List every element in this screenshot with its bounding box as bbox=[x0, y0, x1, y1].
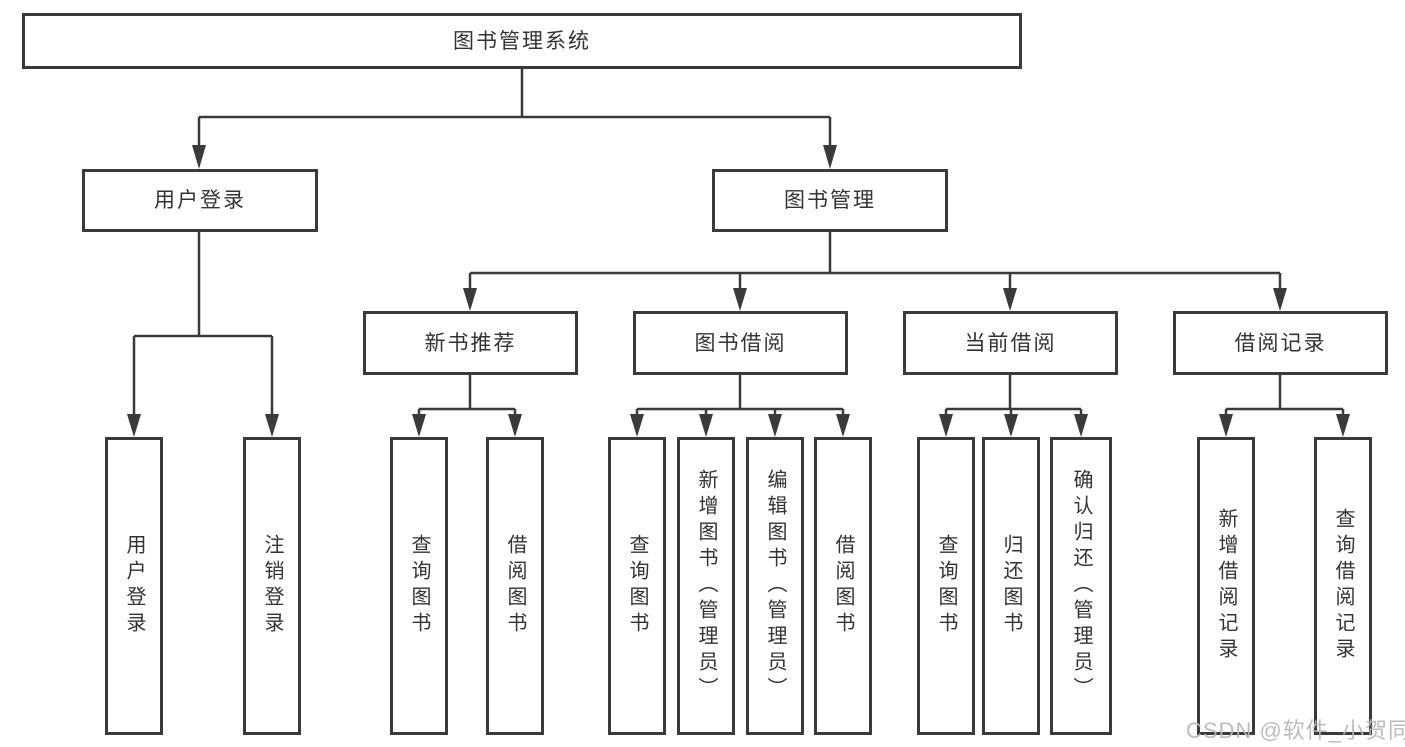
leaf-label: 新增借阅记录 bbox=[1215, 508, 1237, 664]
node-user-login: 用户登录 bbox=[82, 169, 318, 232]
leaf-borrow-books: 借阅图书 bbox=[814, 437, 872, 735]
leaf-label: 注销登录 bbox=[261, 534, 283, 638]
node-new-book-recommendation: 新书推荐 bbox=[363, 311, 578, 375]
node-label: 当前借阅 bbox=[964, 331, 1057, 355]
node-book-management: 图书管理 bbox=[712, 169, 948, 232]
leaf-label: 查询图书 bbox=[935, 534, 957, 638]
leaf-label: 用户登录 bbox=[123, 534, 145, 638]
leaf-label: 借阅图书 bbox=[832, 534, 854, 638]
arrowheads bbox=[127, 145, 1350, 437]
leaf-return-books: 归还图书 bbox=[982, 437, 1040, 735]
leaf-user-login: 用户登录 bbox=[105, 437, 163, 735]
leaf-edit-books-admin: 编辑图书（管理员） bbox=[746, 437, 804, 735]
leaf-confirm-return-admin: 确认归还（管理员） bbox=[1050, 437, 1112, 735]
node-library-management-system: 图书管理系统 bbox=[22, 13, 1022, 69]
node-label: 图书管理系统 bbox=[453, 29, 591, 53]
leaf-label: 编辑图书（管理员） bbox=[764, 469, 786, 703]
node-label: 图书管理 bbox=[784, 189, 876, 212]
leaf-label: 确认归还（管理员） bbox=[1070, 469, 1092, 703]
node-borrowing-records: 借阅记录 bbox=[1173, 311, 1388, 375]
node-label: 借阅记录 bbox=[1234, 331, 1327, 355]
leaf-add-borrow-record: 新增借阅记录 bbox=[1197, 437, 1255, 735]
leaf-query-books: 查询图书 bbox=[608, 437, 666, 735]
leaf-query-borrow-record: 查询借阅记录 bbox=[1314, 437, 1372, 735]
node-label: 图书借阅 bbox=[694, 331, 787, 355]
leaf-logout: 注销登录 bbox=[243, 437, 301, 735]
csdn-watermark: CSDN @软件_小贺同学 bbox=[1186, 718, 1405, 743]
node-label: 用户登录 bbox=[154, 189, 246, 212]
node-book-borrowing: 图书借阅 bbox=[633, 311, 848, 375]
leaf-label: 查询借阅记录 bbox=[1332, 508, 1354, 664]
leaf-add-books-admin: 新增图书（管理员） bbox=[677, 437, 735, 735]
leaf-label: 归还图书 bbox=[1000, 534, 1022, 638]
leaf-query-books: 查询图书 bbox=[390, 437, 448, 735]
node-label: 新书推荐 bbox=[424, 331, 517, 355]
leaf-label: 新增图书（管理员） bbox=[695, 469, 717, 703]
leaf-label: 查询图书 bbox=[408, 534, 430, 638]
leaf-label: 借阅图书 bbox=[504, 534, 526, 638]
node-current-borrowing: 当前借阅 bbox=[903, 311, 1118, 375]
leaf-borrow-books: 借阅图书 bbox=[486, 437, 544, 735]
leaf-label: 查询图书 bbox=[626, 534, 648, 638]
leaf-query-books: 查询图书 bbox=[917, 437, 975, 735]
